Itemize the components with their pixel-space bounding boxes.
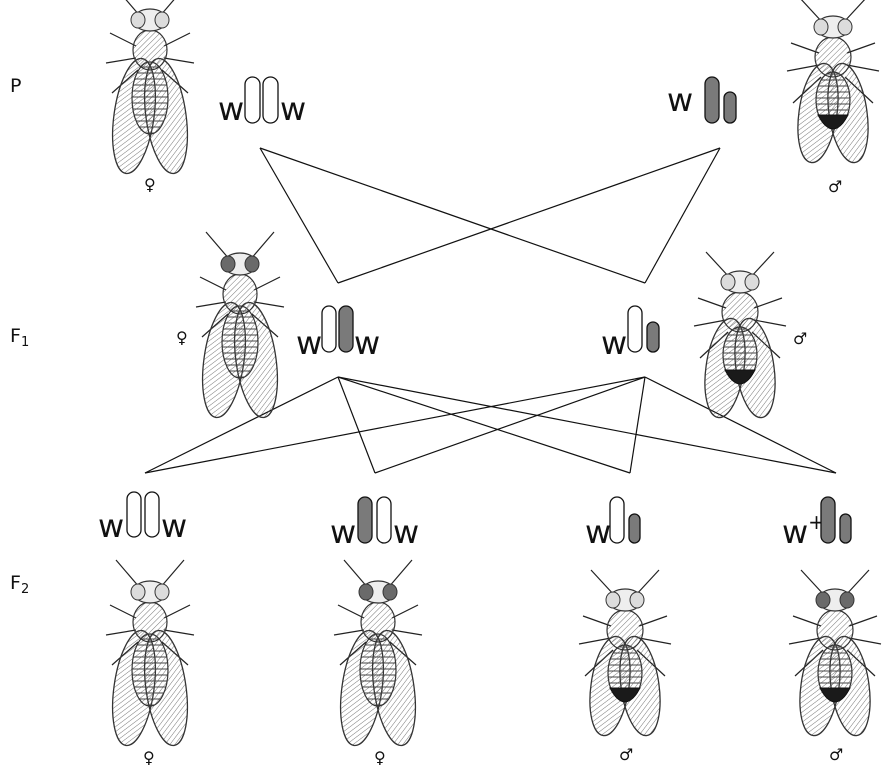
allele-w: w (354, 324, 380, 362)
male-symbol: ♂ (619, 745, 633, 764)
f2-female-2-genotype: w w (330, 497, 419, 551)
generation-label-p: P (10, 75, 21, 97)
allele-w: w (280, 90, 306, 128)
x-chromosome-mutant (628, 306, 642, 352)
allele-w: w (330, 513, 356, 551)
allele-w: w (585, 513, 611, 551)
f1-male-genotype: w (601, 306, 659, 362)
female-symbol: ♀ (374, 748, 386, 767)
allele-w: w (296, 324, 322, 362)
x-chromosome-wildtype (358, 497, 372, 543)
p-cross-lines (260, 148, 720, 283)
female-symbol: ♀ (143, 748, 155, 767)
y-chromosome (840, 514, 851, 543)
y-chromosome (629, 514, 640, 543)
generation-label-f1: F1 (10, 325, 29, 350)
p-male-fly-icon (787, 0, 879, 165)
f1-female-genotype: w w (296, 306, 380, 362)
f2-male-1-genotype: w (585, 497, 640, 551)
x-chromosome-wildtype (705, 77, 719, 123)
y-chromosome (647, 322, 659, 352)
f2-female-2-fly-icon (334, 560, 422, 748)
f1-subscript: 1 (21, 335, 29, 350)
f2-female-1-fly-icon (106, 560, 194, 748)
allele-w-plus: w+ (782, 510, 825, 551)
p-male-genotype: w (667, 77, 736, 123)
x-chromosome-wildtype (339, 306, 353, 352)
f1-letter: F (10, 325, 21, 347)
p-female-genotype: w w (218, 77, 306, 128)
male-symbol: ♂ (828, 177, 842, 196)
x-chromosome-mutant (263, 77, 278, 123)
allele-w: w (393, 513, 419, 551)
female-symbol: ♀ (144, 175, 156, 194)
allele-w: w (161, 507, 187, 545)
allele-w: w (601, 324, 627, 362)
male-symbol: ♂ (829, 745, 843, 764)
x-chromosome-mutant (377, 497, 391, 543)
allele-w: w (218, 90, 244, 128)
y-chromosome (724, 92, 736, 123)
x-chromosome-wildtype (821, 497, 835, 543)
f2-subscript: 2 (21, 582, 29, 597)
f2-male-2-fly-icon (789, 570, 881, 738)
allele-w-letter: w (782, 513, 808, 551)
x-chromosome-mutant (245, 77, 260, 123)
p-female-fly-icon (106, 0, 194, 176)
x-chromosome-mutant (127, 492, 141, 537)
f2-male-2-genotype: w+ (782, 497, 851, 551)
x-chromosome-mutant (610, 497, 624, 543)
f2-female-1-genotype: w w (98, 492, 187, 545)
f1-male-fly-icon (694, 252, 786, 420)
f2-letter: F (10, 572, 21, 594)
allele-w: w (667, 81, 693, 119)
x-chromosome-mutant (145, 492, 159, 537)
female-symbol: ♀ (176, 328, 188, 347)
f1-female-fly-icon (196, 232, 284, 420)
generation-label-f2: F2 (10, 572, 29, 597)
f2-male-1-fly-icon (579, 570, 671, 738)
x-chromosome-mutant (322, 306, 336, 352)
allele-w: w (98, 507, 124, 545)
male-symbol: ♂ (793, 329, 807, 348)
